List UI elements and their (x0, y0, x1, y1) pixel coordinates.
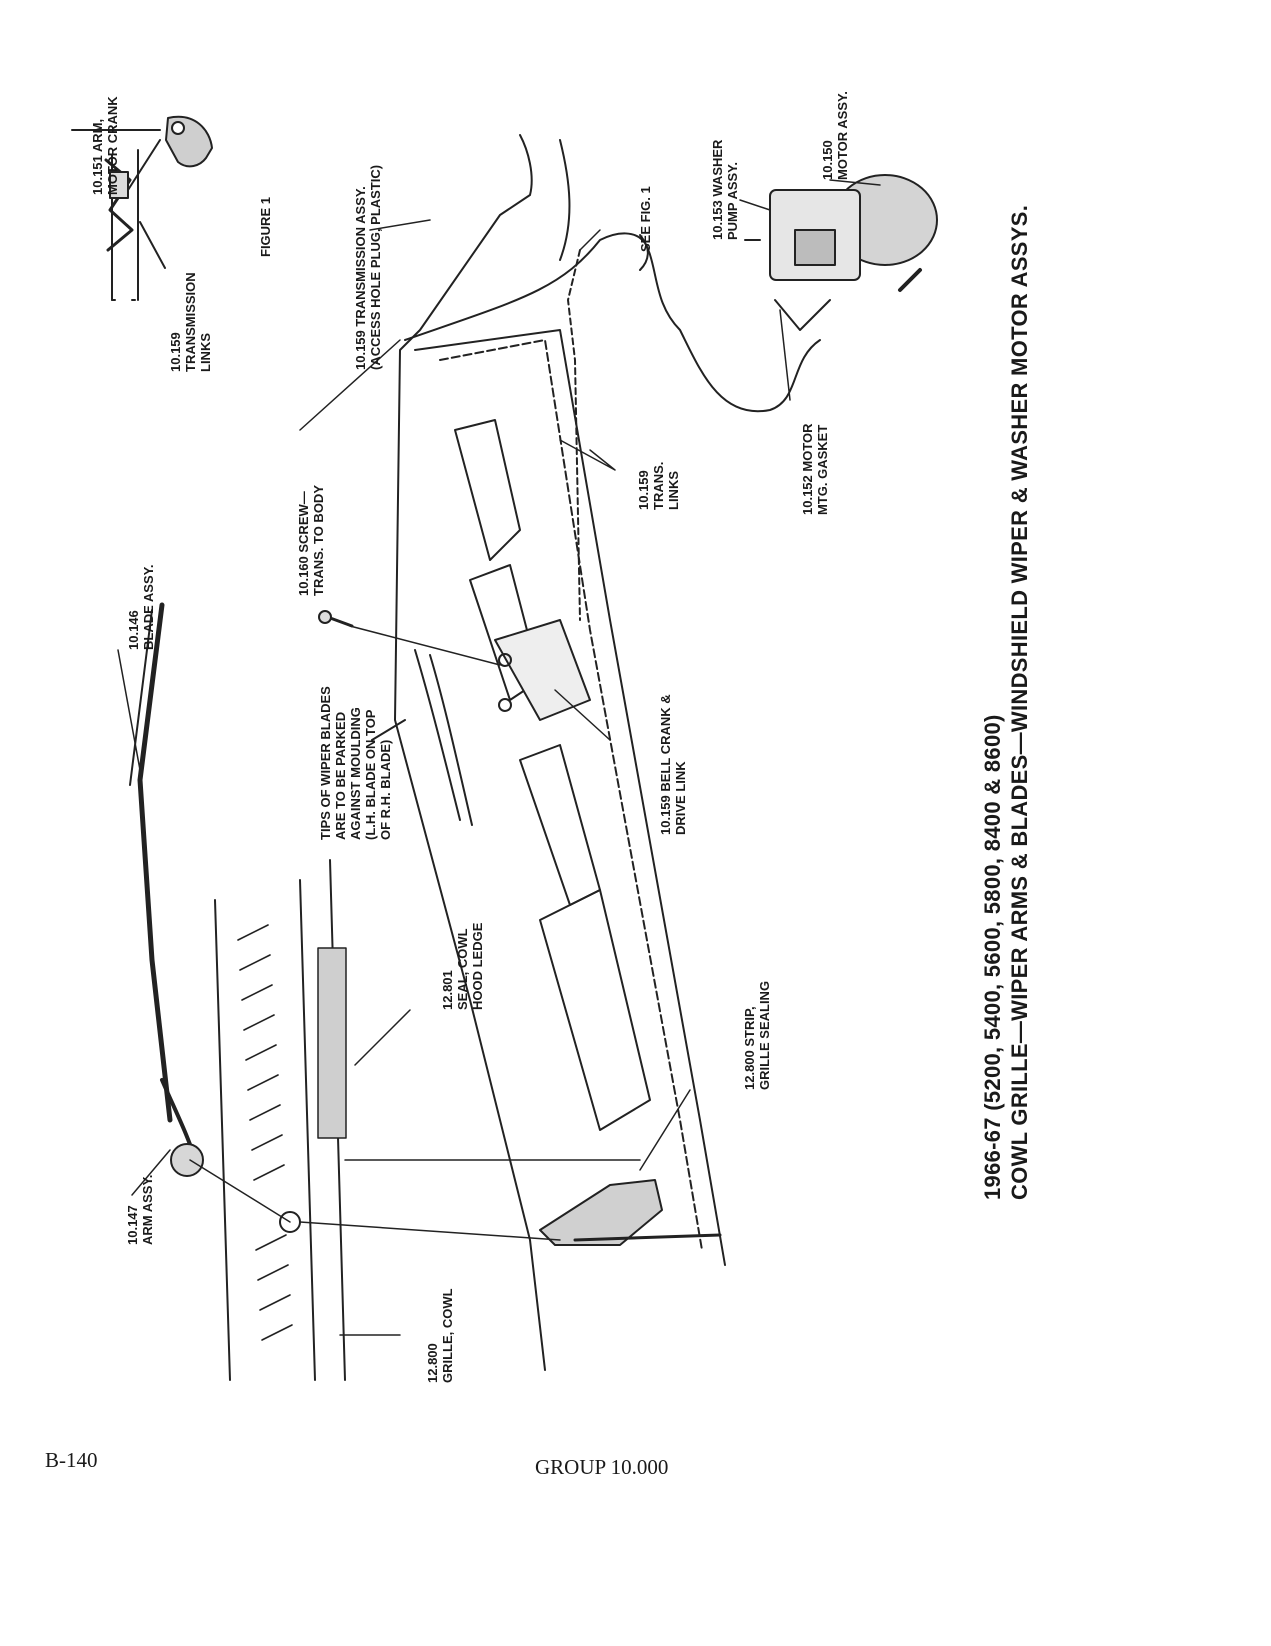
cowl-panel (318, 134, 938, 1371)
label-transmission-assy: 10.159 TRANSMISSION ASSY.(ACCESS HOLE PL… (353, 164, 383, 370)
moulding-detail (371, 649, 473, 826)
figure-1-caption: FIGURE 1 (258, 197, 273, 257)
wiper-blade-and-arm (129, 602, 204, 1177)
label-screw-trans: 10.160 SCREW—TRANS. TO BODY (296, 485, 326, 596)
label-strip-grille-sealing: 12.800 STRIP,GRILLE SEALING (742, 980, 772, 1090)
grille-sealing-strip (539, 1179, 722, 1246)
cowl-grille (214, 859, 347, 1381)
page-number: B-140 (45, 1448, 98, 1472)
leader-lines (117, 179, 881, 1336)
label-see-fig: SEE FIG. 1 (638, 186, 653, 252)
group-number: GROUP 10.000 (535, 1455, 669, 1479)
label-bell-crank: 10.159 BELL CRANK &DRIVE LINK (658, 694, 688, 835)
figure-1-inset (71, 115, 213, 301)
figure-title: 1966-67 (5200, 5400, 5600, 5800, 8400 & … (980, 204, 1032, 1200)
label-arm-motor-crank: 10.151 ARM,MOTOR CRANK (90, 96, 120, 195)
